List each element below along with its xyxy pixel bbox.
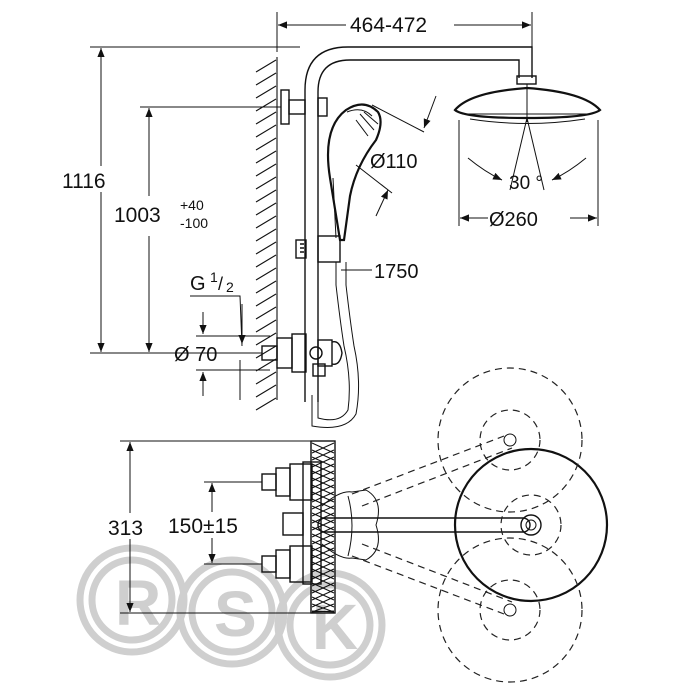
watermark-logo: R S K [76,544,386,681]
rosette-diameter-dim: Ø 70 [172,312,270,400]
rosette-diameter-label: Ø 70 [174,344,217,366]
thread-fraction-denominator: 2 [226,279,234,295]
adjust-height-dim: 1003 +40 -100 [112,106,281,352]
riser-pipe [280,46,533,402]
top-view-mixer [261,461,322,585]
adjust-height-tolerance-plus: +40 [180,197,204,213]
hose-length-label: 1750 [374,261,419,283]
top-view-rain-head [453,447,609,603]
thread-fraction-numerator: 1 [210,269,218,285]
total-height-dim: 1116 [60,46,300,354]
top-view-swivel-ranges [351,367,583,683]
rain-diameter-dim: Ø260 [458,120,599,231]
rain-tilt-label: 30 ° [509,173,543,194]
watermark-letter-r: R [115,567,161,639]
top-view-shower-arm [317,489,542,561]
rain-diameter-label: Ø260 [489,209,538,231]
mixer-depth-dim: 313 [106,440,311,614]
rain-shower-head [453,75,602,124]
adjust-height-tolerance-minus: -100 [180,215,208,231]
watermark-letter-s: S [214,578,257,650]
arm-length-dim: 464-472 [276,12,533,52]
inlet-spacing-label: 150±15 [168,515,238,538]
thread-fraction-slash: / [218,274,223,294]
thermostat-mixer-front [261,333,343,377]
rain-tilt-indicator: 30 ° [467,117,587,194]
hose: 1750 [311,261,419,428]
thread-dim: G 1 / 2 [190,269,246,347]
inlet-spacing-dim: 150±15 [166,481,262,565]
thread-label: G [190,273,206,295]
hand-shower-diameter-dim: Ø110 [355,95,437,217]
mixer-depth-label: 313 [108,517,143,540]
front-view-wall [255,57,278,411]
hand-shower-diameter-label: Ø110 [370,151,417,173]
adjust-height-label: 1003 [114,204,161,227]
total-height-label: 1116 [62,170,106,193]
hand-shower [326,103,382,242]
arm-length-label: 464-472 [350,14,427,37]
